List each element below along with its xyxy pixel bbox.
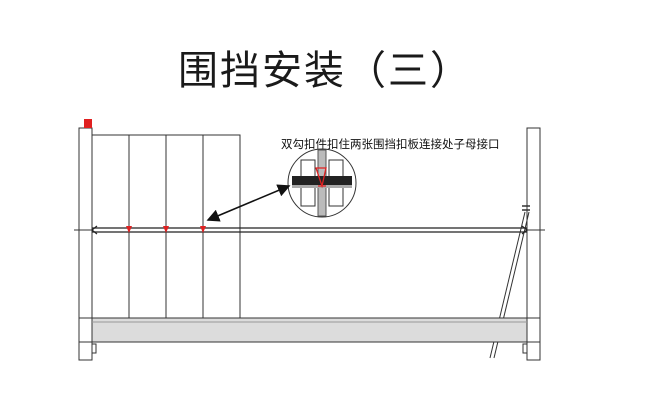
red-cap-marker [84,119,92,128]
fence-panel-2 [128,134,167,319]
clamp-marker [126,226,132,233]
right-post [522,127,545,361]
clamp-marker [163,226,169,233]
fence-panel-3 [165,134,204,319]
fence-panels [91,134,241,319]
fence-panel-1 [91,134,130,319]
callout-label: 双勾扣件扣住两张围挡扣板连接处子母接口 [281,137,500,151]
left-post [74,119,97,361]
page-title: 围挡安装（三） [178,48,472,94]
fence-panel-4 [202,134,241,319]
detail-magnifier [287,148,357,218]
clamp-markers [126,226,206,233]
clamp-marker [200,226,206,233]
base-plate [91,317,528,343]
leader-arrow [206,184,291,222]
